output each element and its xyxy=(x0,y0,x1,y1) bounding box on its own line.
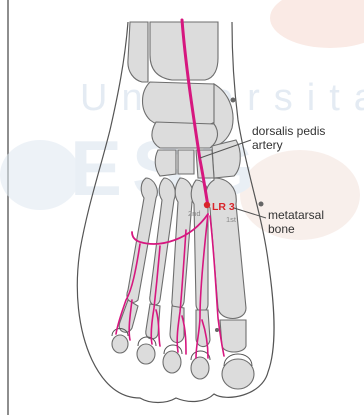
bone-label-line1: metatarsal xyxy=(268,208,324,222)
toe-dot xyxy=(215,328,219,332)
toe-5 xyxy=(112,335,128,353)
artery-label-line2: artery xyxy=(252,138,283,152)
intermediate-cuneiform xyxy=(178,150,194,174)
phalanx-5-proximal xyxy=(119,300,138,332)
lr3-label: LR 3 xyxy=(212,201,235,213)
lateral-malleolus-dot xyxy=(231,98,236,103)
bone-label-line2: bone xyxy=(268,222,295,236)
navicular-bone xyxy=(152,122,218,148)
talus-bone xyxy=(143,82,224,129)
lateral-cuneiform xyxy=(155,150,176,176)
fibula-bone xyxy=(128,22,148,82)
phalanx-1-proximal xyxy=(220,320,246,352)
medial-foot-dot xyxy=(259,202,264,207)
watermark-blob-left xyxy=(0,140,80,210)
toe-3 xyxy=(163,351,181,373)
metatarsal-2nd-label: 2nd xyxy=(188,209,201,218)
toe-1 xyxy=(222,359,254,389)
watermark-blob-top xyxy=(270,0,364,48)
toe-2 xyxy=(191,357,209,379)
lr3-point xyxy=(204,202,210,208)
artery-label-line1: dorsalis pedis xyxy=(252,124,325,138)
metatarsal-1st-label: 1st xyxy=(226,215,237,224)
toe-4 xyxy=(137,344,155,364)
